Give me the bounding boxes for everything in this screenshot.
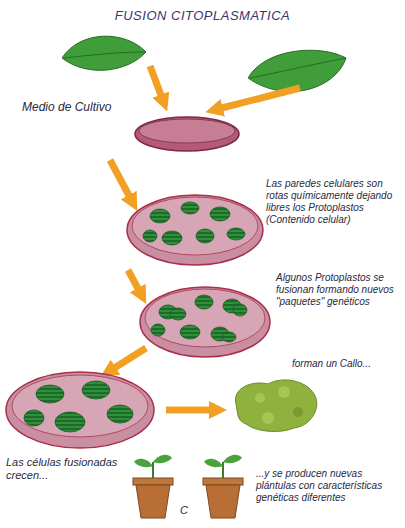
petri-dish [6, 372, 154, 448]
leaf [62, 36, 146, 70]
diagram-title: FUSION CITOPLASMATICA [115, 8, 290, 24]
seedling-pot [133, 455, 173, 518]
seedling-pot [203, 455, 243, 518]
step-note: Algunos Protoplastos se fusionan formand… [276, 272, 400, 308]
letter-label: C [180, 504, 188, 517]
petri-dish [140, 287, 270, 357]
callus [235, 380, 316, 432]
step-note: forman un Callo... [292, 358, 371, 370]
step-note: Las células fusionadas crecen... [6, 456, 126, 482]
medium-label: Medio de Cultivo [22, 100, 111, 114]
growing-cell [24, 381, 133, 432]
step-note: ...y se producen nuevas plántulas con ca… [256, 468, 402, 504]
protoplast [143, 202, 245, 245]
fused-protoplast [151, 295, 247, 342]
petri-dish [127, 195, 263, 265]
process-arrow [108, 66, 300, 410]
petri-dish [135, 117, 239, 151]
step-note: Las paredes celulares son rotas químicam… [266, 178, 400, 226]
